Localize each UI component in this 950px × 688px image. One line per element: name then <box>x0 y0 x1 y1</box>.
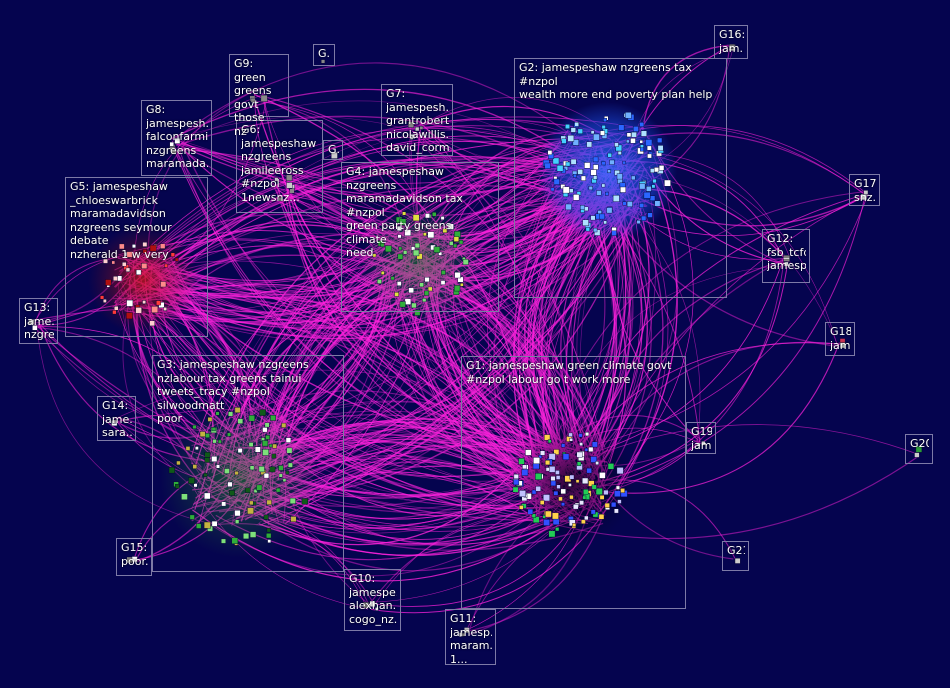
group-label-g4: G4: jamespeshaw nzgreens maramadavidson … <box>346 165 495 260</box>
group-box-g3[interactable]: G3: jamespeshaw nzgreens nzlabour tax gr… <box>152 355 344 572</box>
group-box-g9[interactable]: G9: green greens govt those nz <box>229 54 289 117</box>
group-box-g1[interactable]: G1: jamespeshaw green climate govt #nzpo… <box>461 356 686 609</box>
group-label-gx1: G... <box>318 47 331 61</box>
group-box-g12[interactable]: G12: fsb_tcfd jamesp... <box>762 229 810 283</box>
group-label-g10: G10: jamespe... alexhan... cogo_nz... <box>349 572 397 626</box>
group-box-g21[interactable]: G21 <box>722 541 749 571</box>
group-label-g20: G20 <box>910 437 929 451</box>
group-box-g10[interactable]: G10: jamespe... alexhan... cogo_nz... <box>344 569 401 631</box>
group-box-g2[interactable]: G2: jamespeshaw nzgreens tax #nzpol weal… <box>514 58 727 298</box>
group-label-g1: G1: jamespeshaw green climate govt #nzpo… <box>466 359 682 386</box>
group-box-g15[interactable]: G15: poor... <box>116 538 152 576</box>
group-label-g7: G7: jamespesh... grantrobert... nicolawi… <box>386 87 449 155</box>
group-box-g11[interactable]: G11: jamesp... maram... 1... <box>445 609 496 665</box>
group-label-g19: G19: jam... <box>691 425 712 452</box>
group-label-g16: G16: jam... <box>719 28 744 55</box>
group-box-g18[interactable]: G18: jam... <box>825 322 855 356</box>
group-box-gx2[interactable]: G... <box>323 140 343 160</box>
group-box-g5[interactable]: G5: jamespeshaw _chloeswarbrick maramada… <box>65 177 208 337</box>
group-box-g19[interactable]: G19: jam... <box>686 422 716 454</box>
group-label-g14: G14: jame... sara... <box>102 399 132 440</box>
group-box-g16[interactable]: G16: jam... <box>714 25 748 59</box>
group-box-g20[interactable]: G20 <box>905 434 933 464</box>
group-label-g18: G18: jam... <box>830 325 851 352</box>
group-label-g8: G8: jamespesh... falconfarmi... nzgreens… <box>146 103 208 171</box>
group-label-gx2: G... <box>328 143 339 157</box>
group-label-g5: G5: jamespeshaw _chloeswarbrick maramada… <box>70 180 204 261</box>
group-label-g13: G13: jame... nzgre... <box>24 301 54 342</box>
group-box-g8[interactable]: G8: jamespesh... falconfarmi... nzgreens… <box>141 100 212 176</box>
group-label-g21: G21 <box>727 544 745 558</box>
group-box-gx1[interactable]: G... <box>313 44 335 66</box>
group-box-g14[interactable]: G14: jame... sara... <box>97 396 136 441</box>
group-box-g17[interactable]: G17: snz... <box>849 174 880 206</box>
group-label-g17: G17: snz... <box>854 177 876 204</box>
group-label-g12: G12: fsb_tcfd jamesp... <box>767 232 806 273</box>
group-box-g4[interactable]: G4: jamespeshaw nzgreens maramadavidson … <box>341 162 499 312</box>
group-label-g11: G11: jamesp... maram... 1... <box>450 612 492 666</box>
group-label-g15: G15: poor... <box>121 541 148 568</box>
group-label-g2: G2: jamespeshaw nzgreens tax #nzpol weal… <box>519 61 723 102</box>
group-box-g7[interactable]: G7: jamespesh... grantrobert... nicolawi… <box>381 84 453 156</box>
group-label-g9: G9: green greens govt those nz <box>234 57 285 138</box>
group-label-g3: G3: jamespeshaw nzgreens nzlabour tax gr… <box>157 358 340 426</box>
group-box-g13[interactable]: G13: jame... nzgre... <box>19 298 58 344</box>
